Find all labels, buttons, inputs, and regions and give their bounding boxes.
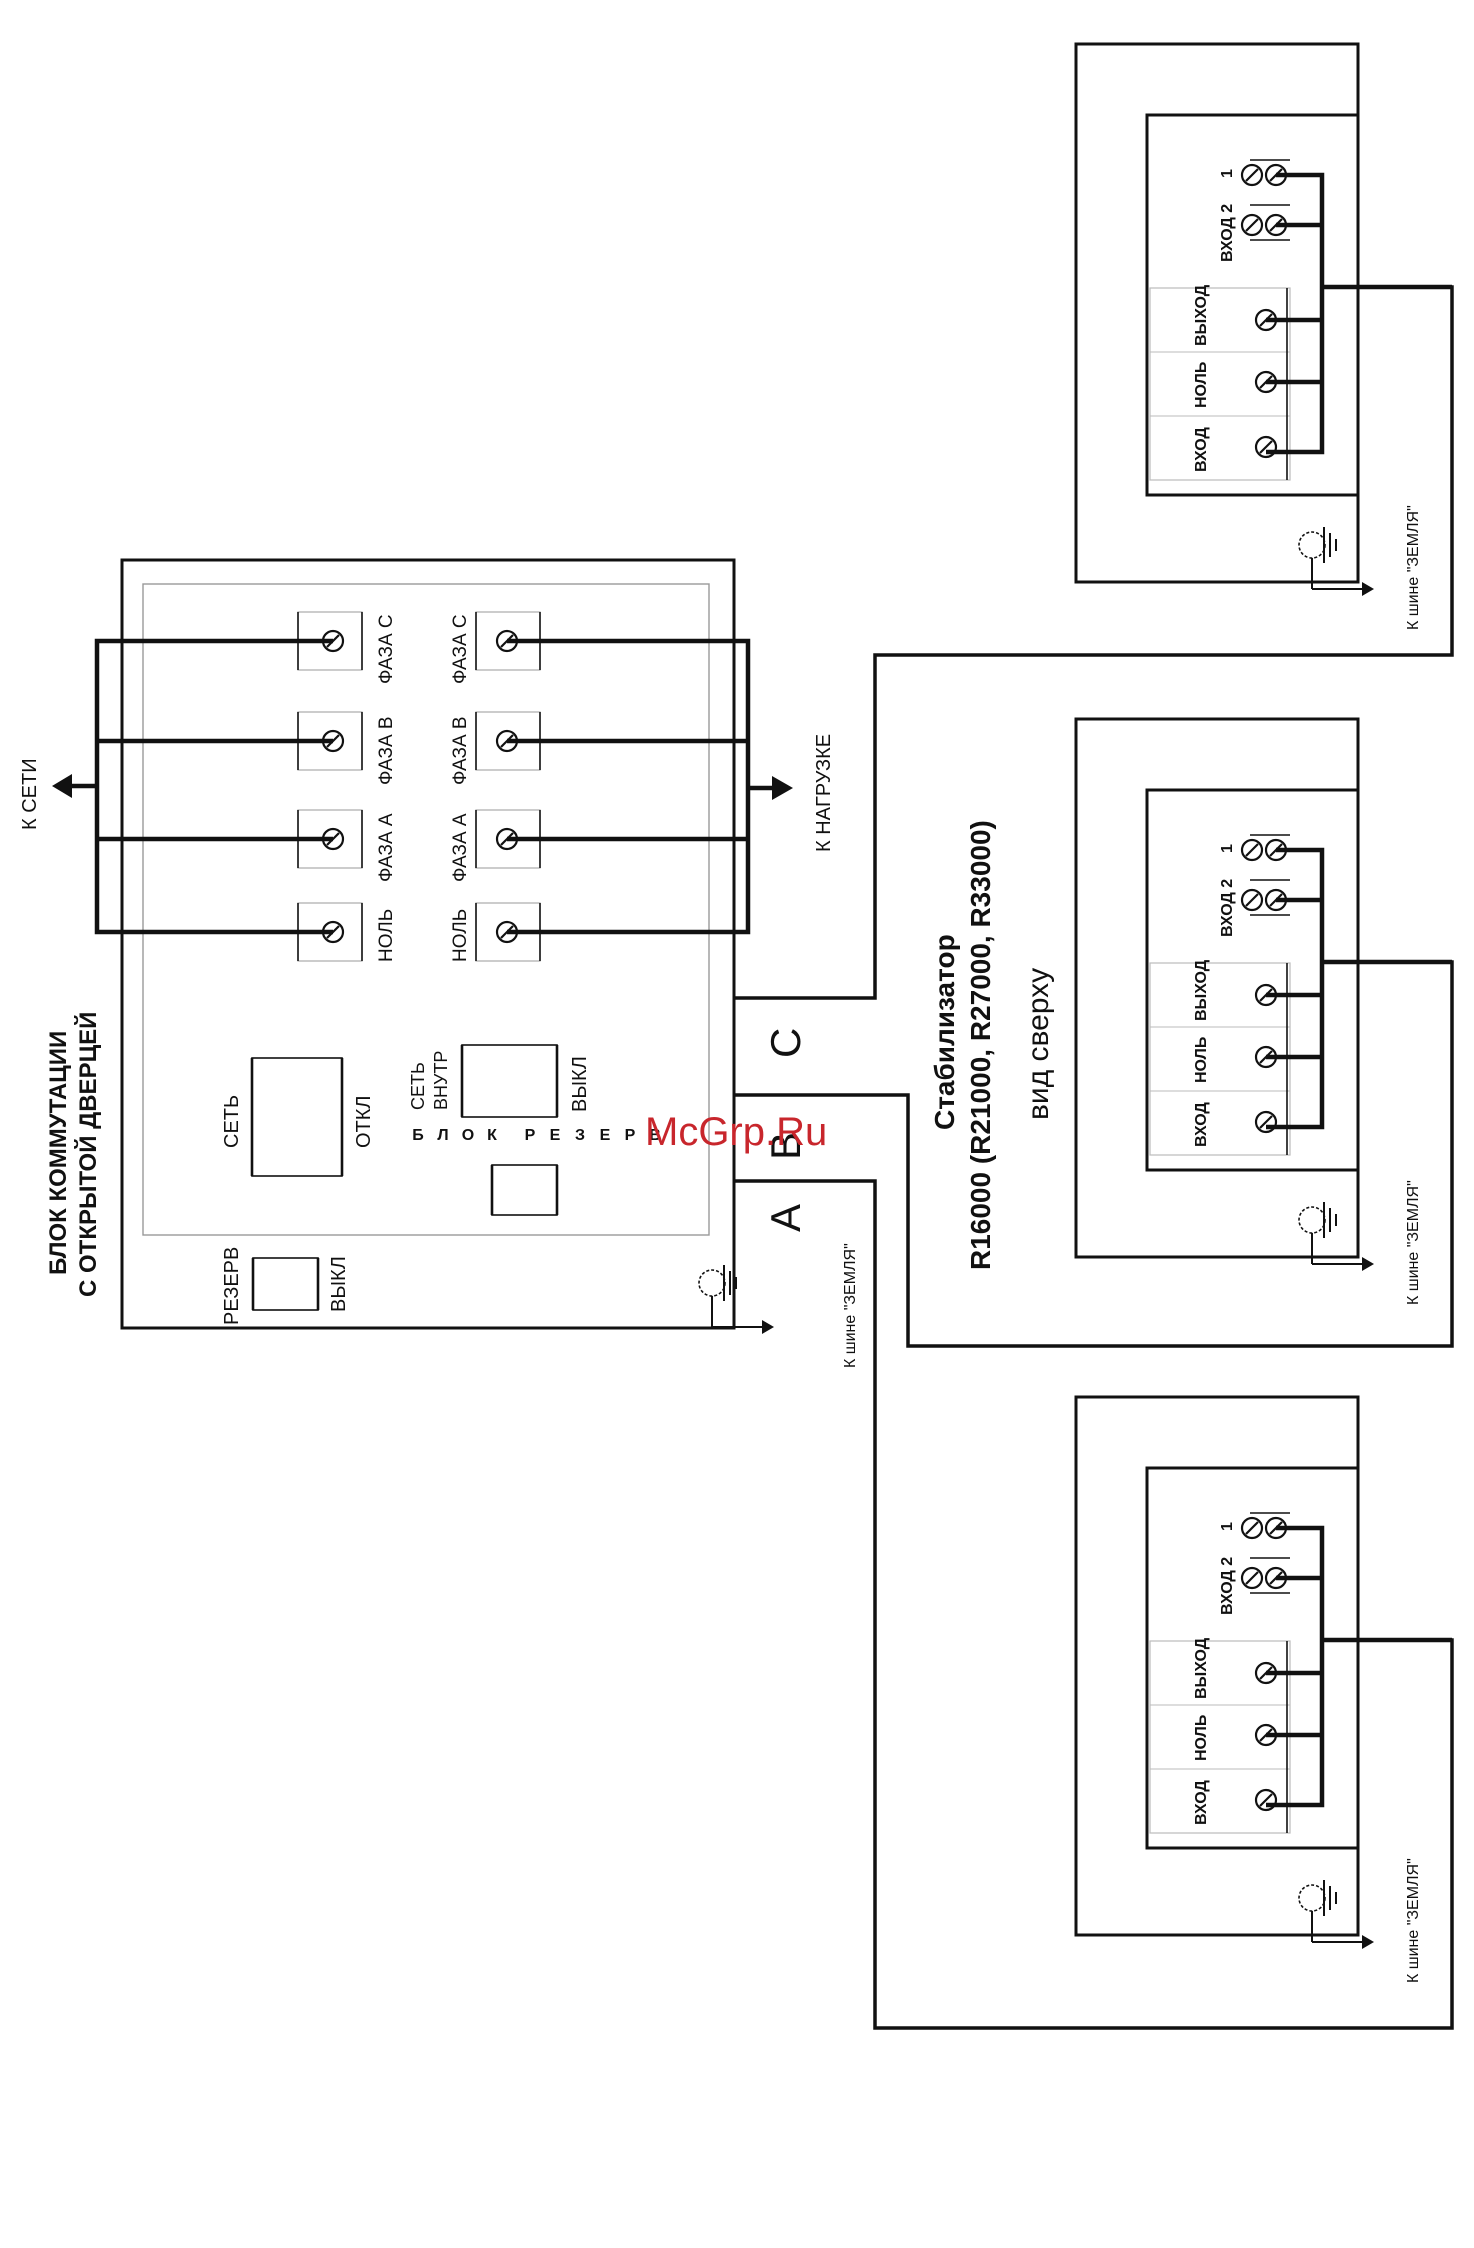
arrow-to-load-icon: [772, 776, 793, 800]
label-phase-c-in: ФАЗА С: [376, 614, 397, 684]
stabilizer-unit-3: ВХОД НОЛЬ ВЫХОД ВХОД 2 1 К шине "ЗЕМЛЯ": [1074, 1395, 1452, 1983]
reserve-letter: З: [575, 1127, 585, 1144]
block-letter: Л: [437, 1127, 448, 1144]
label-neutral-in: НОЛЬ: [376, 909, 397, 962]
unit2-ground-label: К шине "ЗЕМЛЯ": [1405, 1180, 1422, 1305]
block-word-letters: Б Л О К Р Е З Е Р В: [412, 1127, 661, 1144]
arrow-to-network-icon: [52, 774, 72, 798]
terminal-input2-2[interactable]: [1240, 888, 1264, 912]
label-phase-b-out: ФАЗА В: [450, 716, 471, 785]
title-line2: С ОТКРЫТОЙ ДВЕРЦЕЙ: [74, 1012, 102, 1297]
label-neutral: НОЛЬ: [1193, 1715, 1210, 1761]
label-input: ВХОД: [1193, 1780, 1210, 1825]
block-ground-label: К шине "ЗЕМЛЯ": [842, 1243, 859, 1368]
stabilizer-unit-2: ВХОД НОЛЬ ВЫХОД ВХОД 2 1 К шине "ЗЕМЛЯ": [1074, 717, 1452, 1305]
phase-c-label: C: [762, 1028, 809, 1058]
label-input: ВХОД: [1193, 427, 1210, 472]
stabilizer-title: Стабилизатор R16000 (R21000, R27000, R33…: [929, 820, 1055, 1270]
switch-block-reserve[interactable]: [490, 1164, 559, 1216]
label-input: ВХОД: [1193, 1102, 1210, 1147]
label-phase-b-in: ФАЗА В: [376, 716, 397, 785]
label-phase-a-out: ФАЗА А: [450, 813, 471, 882]
reserve-letter: Е: [550, 1127, 561, 1144]
stabilizer-unit-1: ВХОД НОЛЬ ВЫХОД ВХОД 2 1 К шине "ЗЕМЛЯ": [1074, 42, 1452, 630]
label-neutral: НОЛЬ: [1193, 1037, 1210, 1083]
label-input2: ВХОД 2: [1219, 204, 1236, 262]
stabilizer-view: вид сверху: [1022, 968, 1055, 1120]
switch-internal-top2: ВНУТР: [431, 1051, 451, 1110]
switch-reserve-top: РЕЗЕРВ: [221, 1247, 243, 1325]
reserve-letter: Е: [600, 1127, 611, 1144]
terminal-input2-1[interactable]: [1240, 1516, 1264, 1540]
unit3-ground-label: К шине "ЗЕМЛЯ": [1405, 1858, 1422, 1983]
phase-letters: A B C: [762, 1028, 809, 1232]
switch-reserve[interactable]: РЕЗЕРВ ВЫКЛ: [221, 1247, 350, 1325]
reserve-letter: В: [649, 1127, 661, 1144]
switch-network-bottom: ОТКЛ: [353, 1095, 375, 1148]
terminal-input2-1[interactable]: [1240, 163, 1264, 187]
label-input2-num: 1: [1219, 169, 1236, 178]
terminal-input2-2[interactable]: [1240, 213, 1264, 237]
switch-reserve-bottom: ВЫКЛ: [328, 1256, 350, 1312]
switch-block: БЛОК КОММУТАЦИИ С ОТКРЫТОЙ ДВЕРЦЕЙ РЕЗЕР…: [19, 558, 859, 1368]
unit1-ground-label: К шине "ЗЕМЛЯ": [1405, 505, 1422, 630]
ground-icon: [1298, 1201, 1375, 1272]
to-load-label: К НАГРУЗКЕ: [813, 734, 835, 852]
switch-network-top: СЕТЬ: [221, 1095, 243, 1148]
label-neutral: НОЛЬ: [1193, 362, 1210, 408]
label-neutral-out: НОЛЬ: [450, 909, 471, 962]
switch-internal[interactable]: СЕТЬ ВНУТР ВЫКЛ: [408, 1044, 591, 1118]
label-output: ВЫХОД: [1193, 284, 1210, 346]
terminal-input2-1[interactable]: [1240, 838, 1264, 862]
stabilizer-title-line2: R16000 (R21000, R27000, R33000): [965, 820, 996, 1270]
label-output: ВЫХОД: [1193, 959, 1210, 1021]
title-line1: БЛОК КОММУТАЦИИ: [45, 1031, 72, 1275]
to-network-label: К СЕТИ: [19, 758, 41, 830]
switch-internal-bottom: ВЫКЛ: [569, 1056, 591, 1112]
watermark: McGrp.Ru: [645, 1110, 827, 1154]
block-letter: Б: [412, 1127, 424, 1144]
label-phase-c-out: ФАЗА С: [450, 614, 471, 684]
phase-wires: [734, 285, 1454, 2030]
label-input2-num: 1: [1219, 844, 1236, 853]
switch-internal-top1: СЕТЬ: [408, 1062, 428, 1110]
switch-block-title: БЛОК КОММУТАЦИИ С ОТКРЫТОЙ ДВЕРЦЕЙ: [45, 1012, 102, 1297]
label-phase-a-in: ФАЗА А: [376, 813, 397, 882]
ground-icon: [1298, 1879, 1375, 1950]
switch-network[interactable]: СЕТЬ ОТКЛ: [221, 1057, 375, 1177]
stabilizer-title-line1: Стабилизатор: [929, 934, 960, 1130]
load-wires: [507, 638, 772, 935]
terminal-input2-2[interactable]: [1240, 1566, 1264, 1590]
phase-a-label: A: [762, 1204, 809, 1232]
label-input2: ВХОД 2: [1219, 879, 1236, 937]
label-input2-num: 1: [1219, 1522, 1236, 1531]
input-terminals: НОЛЬ ФАЗА А ФАЗА В ФАЗА С: [297, 611, 397, 962]
output-terminals: НОЛЬ ФАЗА А ФАЗА В ФАЗА С: [450, 611, 541, 962]
ground-icon: [698, 1264, 775, 1335]
block-letter: О: [462, 1127, 474, 1144]
network-wires: [70, 638, 333, 935]
label-input2: ВХОД 2: [1219, 1557, 1236, 1615]
label-output: ВЫХОД: [1193, 1637, 1210, 1699]
phase-b-label: B: [762, 1132, 809, 1160]
reserve-letter: Р: [525, 1127, 536, 1144]
ground-icon: [1298, 526, 1375, 597]
block-letter: К: [487, 1127, 497, 1144]
reserve-letter: Р: [625, 1127, 636, 1144]
